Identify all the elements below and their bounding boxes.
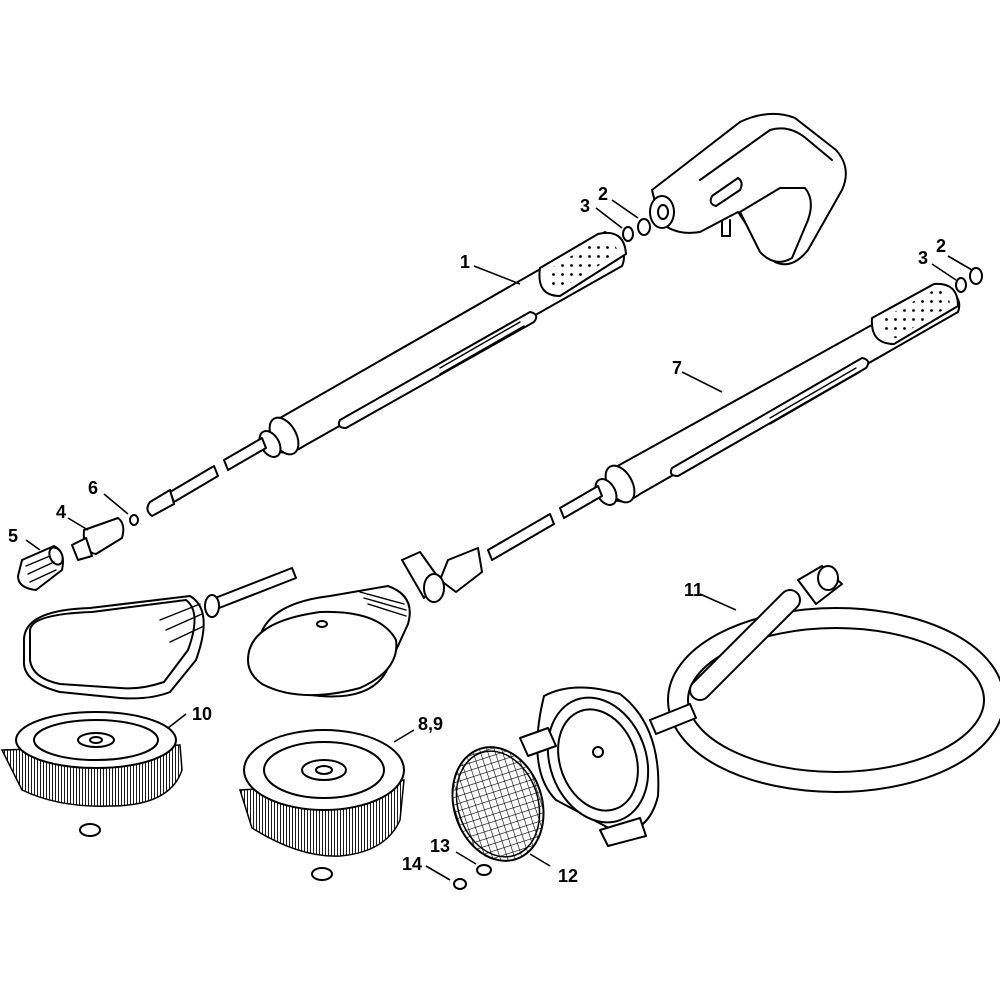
brush-head-middle	[247, 547, 483, 698]
callout-13: 13	[430, 836, 450, 856]
hose-11	[667, 565, 1000, 793]
callout-12: 12	[558, 866, 578, 886]
callout-6: 6	[88, 478, 98, 498]
callout-11: 11	[684, 580, 703, 600]
spray-lance-1	[146, 231, 627, 517]
callout-4: 4	[56, 502, 66, 522]
callout-1: 1	[460, 252, 470, 272]
trigger-gun	[649, 112, 847, 266]
brush-head-left	[22, 567, 297, 700]
callout-5: 5	[8, 526, 18, 546]
callout-3b: 3	[918, 248, 928, 268]
brush-10	[0, 711, 183, 837]
callout-2a: 2	[598, 184, 608, 204]
nozzle-parts	[17, 514, 139, 591]
spray-lance-7	[487, 282, 961, 561]
leader-lines	[25, 199, 973, 881]
callout-7: 7	[672, 358, 682, 378]
o-rings-top	[622, 218, 983, 293]
callout-3a: 3	[580, 196, 590, 216]
callout-labels: 1 2 3 2 3 4 5 6 7 8,9 10 11 12 13 14	[8, 184, 946, 886]
callout-10: 10	[192, 704, 212, 724]
callout-8-9: 8,9	[418, 714, 443, 734]
callout-2b: 2	[936, 236, 946, 256]
housing-12	[451, 686, 697, 890]
callout-14: 14	[402, 854, 422, 874]
brush-8-9	[238, 729, 405, 881]
